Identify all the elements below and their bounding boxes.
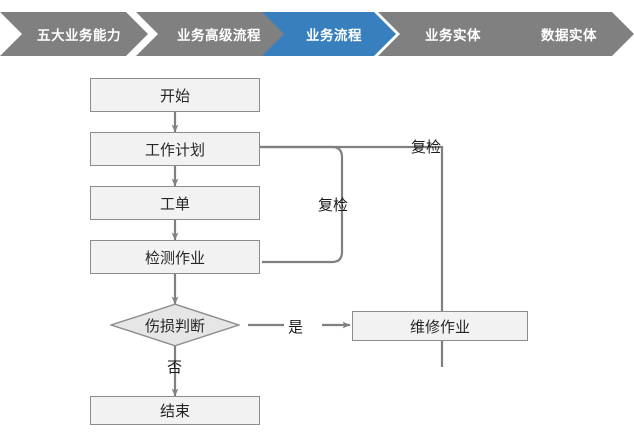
node-end-label: 结束: [159, 403, 190, 420]
breadcrumb-item-3-label: 业务流程: [306, 28, 362, 43]
process-flow-diagram: 开始 工作计划 工单 检测作业 伤损判断 维修作业 结束 复检: [0, 56, 634, 439]
edge-label-recheck-outer-text: 复检: [411, 139, 442, 156]
node-repair-task-label: 维修作业: [409, 318, 470, 336]
node-start-label: 开始: [159, 87, 190, 105]
diamond-shape: [110, 303, 240, 347]
node-work-plan-label: 工作计划: [144, 141, 205, 159]
node-damage-decision[interactable]: 伤损判断: [110, 303, 240, 347]
edge-repair-recheck-to-plan: [195, 143, 444, 367]
breadcrumb: 五大业务能力 业务高级流程 业务流程 业务实体 数据实体: [0, 12, 634, 56]
breadcrumb-item-1-label: 五大业务能力: [37, 28, 121, 43]
edge-label-yes-text: 是: [288, 319, 304, 336]
edge-label-recheck-outer: 复检: [411, 136, 441, 157]
node-inspection-task-label: 检测作业: [144, 249, 205, 267]
node-work-plan[interactable]: 工作计划: [90, 132, 260, 166]
node-inspection-task[interactable]: 检测作业: [90, 240, 260, 274]
edge-label-recheck-inner-text: 复检: [318, 197, 349, 214]
edge-label-recheck-inner: 复检: [318, 194, 348, 215]
node-end[interactable]: 结束: [90, 396, 260, 425]
breadcrumb-item-2-label: 业务高级流程: [177, 28, 261, 43]
node-repair-task[interactable]: 维修作业: [352, 311, 528, 341]
breadcrumb-item-5-label: 数据实体: [541, 28, 597, 43]
breadcrumb-item-4-label: 业务实体: [425, 28, 481, 43]
edge-label-yes: 是: [288, 316, 303, 337]
edge-label-no-text: 否: [167, 359, 183, 376]
breadcrumb-item-4[interactable]: 业务实体: [378, 12, 518, 56]
node-start[interactable]: 开始: [90, 78, 260, 112]
connector-layer: [171, 112, 444, 397]
breadcrumb-item-1[interactable]: 五大业务能力: [0, 12, 148, 56]
node-work-order-label: 工单: [159, 195, 190, 213]
node-damage-decision-label: 伤损判断: [144, 317, 205, 335]
node-work-order[interactable]: 工单: [90, 186, 260, 220]
edge-label-no: 否: [167, 356, 182, 377]
